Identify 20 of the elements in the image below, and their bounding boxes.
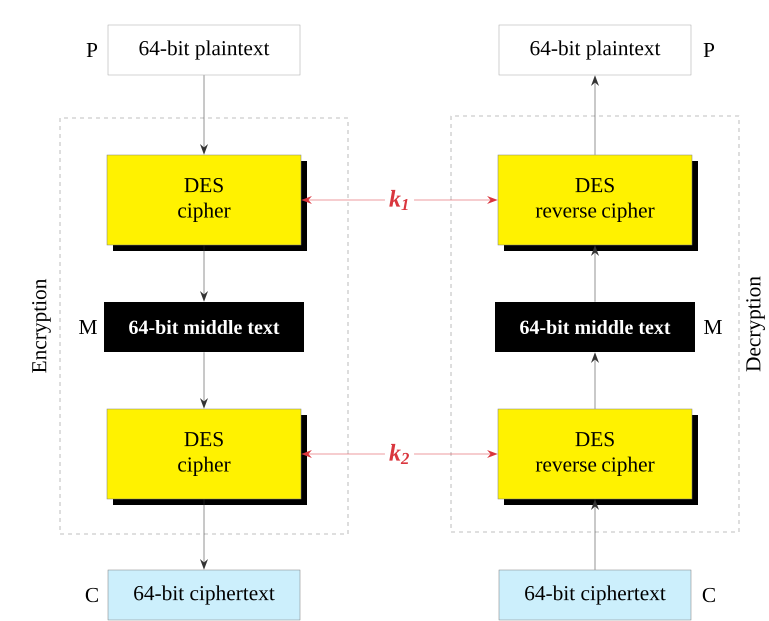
plaintext-box: 64-bit plaintext — [498, 24, 692, 76]
side-letter: M — [79, 320, 97, 334]
edge-label: k$_{1}$ — [384, 186, 414, 214]
edge-label: k$_{2}$ — [384, 440, 414, 468]
middle-text-box: 64-bit middle text — [495, 302, 695, 352]
side-letter: P — [704, 43, 714, 57]
ciphertext-box: 64-bit ciphertext — [108, 570, 300, 620]
plaintext-box: 64-bit plaintext — [108, 24, 300, 76]
cipher-box: DES cipher — [106, 154, 307, 251]
cipher-box: DES cipher — [106, 408, 307, 505]
side-letter: C — [702, 588, 715, 602]
node-label: Encryption — [32, 278, 51, 373]
cipher-box: DES reverse cipher — [498, 154, 698, 251]
side-letter: P — [86, 43, 98, 57]
cipher-box: DES reverse cipher — [498, 408, 698, 505]
ciphertext-box: 64-bit ciphertext — [498, 570, 692, 620]
node-label: Decryption — [746, 276, 765, 372]
side-letter: M — [704, 320, 722, 334]
side-letter: C — [86, 588, 98, 602]
middle-text-box: 64-bit middle text — [104, 302, 304, 352]
